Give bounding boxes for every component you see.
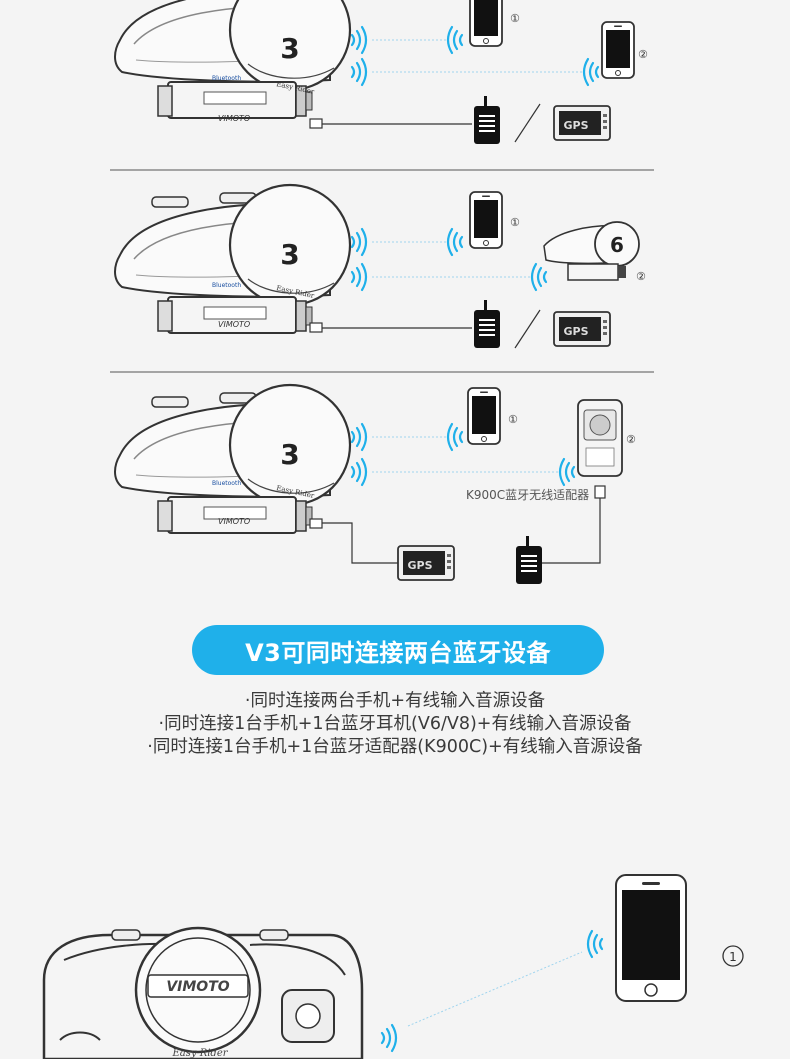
walkie-talkie-icon — [474, 96, 500, 144]
walkie-talkie-icon — [474, 300, 500, 348]
signal-icon — [446, 422, 464, 452]
gps-label-3: GPS — [407, 559, 432, 572]
brand-1: VIMOTO — [218, 114, 250, 123]
headset-v6 — [543, 221, 640, 281]
bluetooth-label-1: Bluetooth — [212, 75, 241, 82]
signal-icon — [530, 262, 548, 292]
signal-icon — [350, 25, 368, 55]
marker-1: ① — [508, 413, 518, 426]
signal-icon — [350, 422, 368, 452]
phone-icon — [601, 21, 635, 79]
large-tagline: Easy Rider — [171, 1048, 228, 1059]
feature-list: ·同时连接两台手机+有线输入音源设备 ·同时连接1台手机+1台蓝牙耳机(V6/V… — [0, 690, 790, 759]
gps-label-1: GPS — [563, 119, 588, 132]
feature-item: ·同时连接两台手机+有线输入音源设备 — [244, 691, 546, 711]
vimoto-v3-large-illustration — [42, 926, 364, 1059]
headset-v3-section-1 — [113, 0, 352, 120]
signal-icon — [558, 457, 576, 487]
svg-text:1: 1 — [729, 950, 737, 964]
signal-icon — [446, 227, 464, 257]
headline-banner: V3可同时连接两台蓝牙设备 — [192, 625, 604, 675]
signal-icon — [380, 1023, 398, 1053]
phone-icon — [469, 191, 503, 249]
adapter-label: K900C蓝牙无线适配器 — [466, 488, 590, 502]
bluetooth-label-2: Bluetooth — [212, 282, 241, 289]
phone-icon — [469, 0, 503, 47]
signal-icon — [582, 57, 600, 87]
model-number-3: 3 — [280, 438, 299, 471]
large-brand: VIMOTO — [166, 979, 229, 995]
signal-icon — [350, 57, 368, 87]
phone-icon — [467, 387, 501, 445]
signal-icon — [446, 25, 464, 55]
marker-2: ② — [636, 270, 646, 283]
walkie-talkie-icon — [516, 536, 542, 584]
bluetooth-label-3: Bluetooth — [212, 480, 241, 487]
signal-icon — [350, 227, 368, 257]
brand-2: VIMOTO — [218, 320, 250, 329]
gps-label-2: GPS — [563, 325, 588, 338]
feature-item: ·同时连接1台手机+1台蓝牙耳机(V6/V8)+有线输入音源设备 — [158, 714, 632, 734]
v6-model-number: 6 — [610, 233, 624, 257]
headset-v3-section-3 — [113, 383, 352, 535]
headset-v3-section-2 — [113, 183, 352, 335]
brand-3: VIMOTO — [218, 517, 250, 526]
marker-1: ① — [510, 12, 520, 25]
signal-icon — [350, 457, 368, 487]
feature-item: ·同时连接1台手机+1台蓝牙适配器(K900C)+有线输入音源设备 — [147, 737, 643, 757]
k900c-adapter — [577, 399, 623, 477]
marker-1: ① — [510, 216, 520, 229]
model-number-1: 3 — [280, 32, 299, 65]
model-number-2: 3 — [280, 238, 299, 271]
marker-2: ② — [626, 433, 636, 446]
phone-icon — [615, 874, 687, 1002]
signal-icon — [350, 262, 368, 292]
signal-icon — [586, 929, 604, 959]
marker-2: ② — [638, 48, 648, 61]
